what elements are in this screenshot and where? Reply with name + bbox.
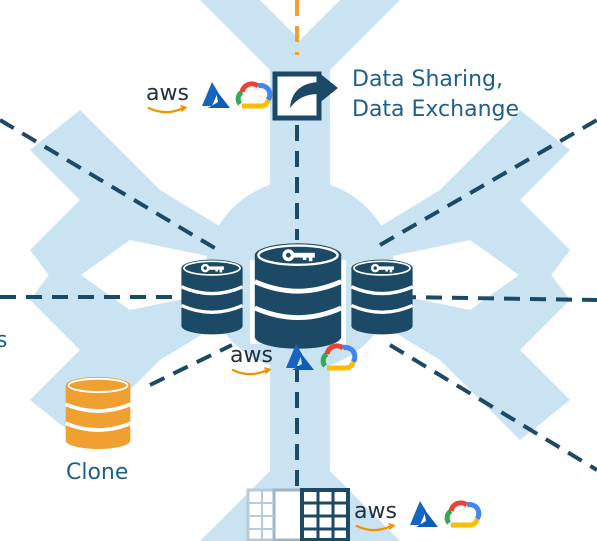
edge-text-fragment: s	[0, 328, 8, 353]
database-center	[250, 243, 346, 349]
database-left	[179, 257, 245, 337]
data-sharing-line1: Data Sharing,	[352, 67, 503, 92]
svg-text:aws: aws	[354, 499, 397, 524]
clone-database-icon	[64, 376, 132, 450]
provider-logos-top: aws	[146, 81, 270, 114]
database-right	[349, 257, 415, 337]
table-icon	[246, 488, 350, 541]
svg-text:aws: aws	[230, 343, 273, 368]
provider-logos-bottom: aws	[354, 499, 479, 532]
data-sharing-line2: Data Exchange	[352, 97, 520, 122]
share-arrow-icon	[272, 71, 338, 121]
data-sharing-label: Data Sharing, Data Exchange	[352, 65, 519, 125]
provider-logos-center: aws	[230, 343, 355, 376]
clone-label: Clone	[66, 460, 129, 485]
svg-text:aws: aws	[146, 81, 189, 106]
